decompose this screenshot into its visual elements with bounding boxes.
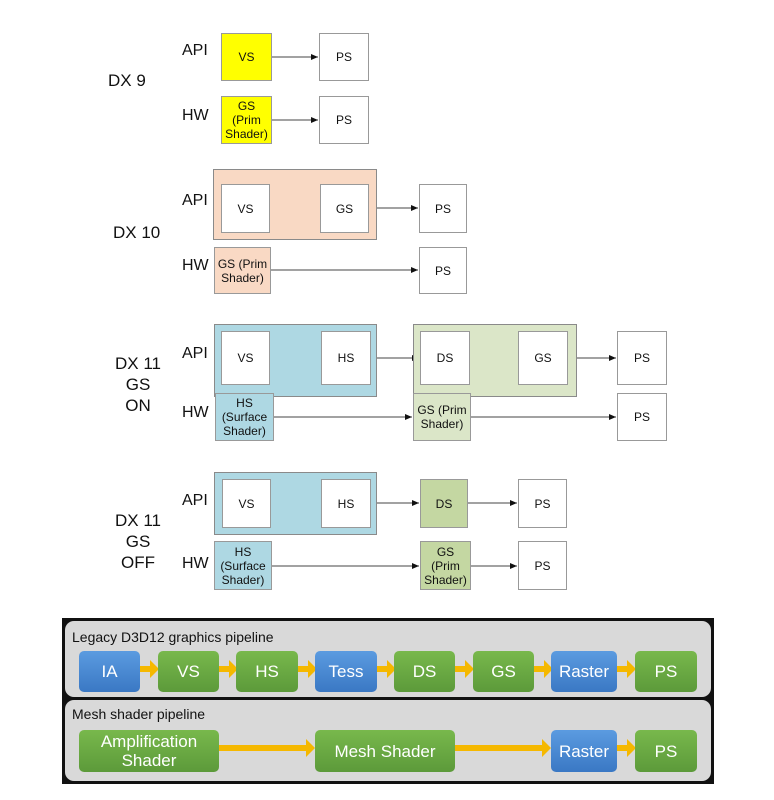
dx11-off-api-ps: PS	[518, 479, 567, 528]
api-row-label: API	[182, 492, 208, 509]
legacy-pipeline-title: Legacy D3D12 graphics pipeline	[72, 629, 274, 645]
dx11-on-hw-gs: GS (Prim Shader)	[413, 393, 471, 441]
stage-vs: VS	[158, 651, 219, 692]
dx11-off-api-hs: HS	[321, 479, 371, 528]
hw-row-label: HW	[182, 555, 209, 572]
stage-ds: DS	[394, 651, 455, 692]
dx10-api-ps: PS	[419, 184, 467, 233]
dx10-hw-ps: PS	[419, 247, 467, 294]
dx11-on-api-vs: VS	[221, 331, 270, 385]
dx11-on-hw-hs: HS (Surface Shader)	[215, 393, 274, 441]
dx11-on-api-hs: HS	[321, 331, 371, 385]
mesh-pipeline-title: Mesh shader pipeline	[72, 706, 206, 722]
dx11-off-hw-ps: PS	[518, 541, 567, 590]
dx11-on-api-ps: PS	[617, 331, 667, 385]
dx11-on-api-gs: GS	[518, 331, 568, 385]
stage-raster: Raster	[551, 651, 617, 692]
dx9-hw-gs: GS (Prim Shader)	[221, 96, 272, 144]
stage-raster: Raster	[551, 730, 617, 772]
dx9-api-ps: PS	[319, 33, 369, 81]
dx9-label: DX 9	[108, 71, 146, 90]
dx11-off-hw-gs: GS (Prim Shader)	[420, 541, 471, 590]
stage-tess: Tess	[315, 651, 377, 692]
stage-hs: HS	[236, 651, 298, 692]
dx11-gs-on-label: DX 11 GS ON	[115, 354, 161, 415]
hw-row-label: HW	[182, 404, 209, 421]
api-row-label: API	[182, 345, 208, 362]
dx9-hw-ps: PS	[319, 96, 369, 144]
stage-amplification-shader: Amplification Shader	[79, 730, 219, 772]
d3d12-pipelines: Legacy D3D12 graphics pipeline Mesh shad…	[62, 618, 714, 784]
dx11-off-api-vs: VS	[222, 479, 271, 528]
stage-ps: PS	[635, 651, 697, 692]
pipeline-arrows	[140, 660, 636, 757]
dx11-gs-off-label: DX 11 GS OFF	[115, 511, 161, 572]
dx10-label: DX 10	[113, 223, 161, 242]
dx11-on-api-ds: DS	[420, 331, 470, 385]
dx10-hw-gs: GS (Prim Shader)	[214, 247, 271, 294]
api-row-label: API	[182, 42, 208, 59]
stage-mesh-shader: Mesh Shader	[315, 730, 455, 772]
stage-gs: GS	[473, 651, 534, 692]
dx10-api-vs: VS	[221, 184, 270, 233]
dx9-api-vs: VS	[221, 33, 272, 81]
hw-row-label: HW	[182, 257, 209, 274]
dx11-off-hw-hs: HS (Surface Shader)	[214, 541, 272, 590]
api-row-label: API	[182, 192, 208, 209]
dx10-api-gs: GS	[320, 184, 369, 233]
stage-ia: IA	[79, 651, 140, 692]
dx11-off-api-ds: DS	[420, 479, 468, 528]
dx11-on-hw-ps: PS	[617, 393, 667, 441]
hw-row-label: HW	[182, 107, 209, 124]
stage-ps: PS	[635, 730, 697, 772]
